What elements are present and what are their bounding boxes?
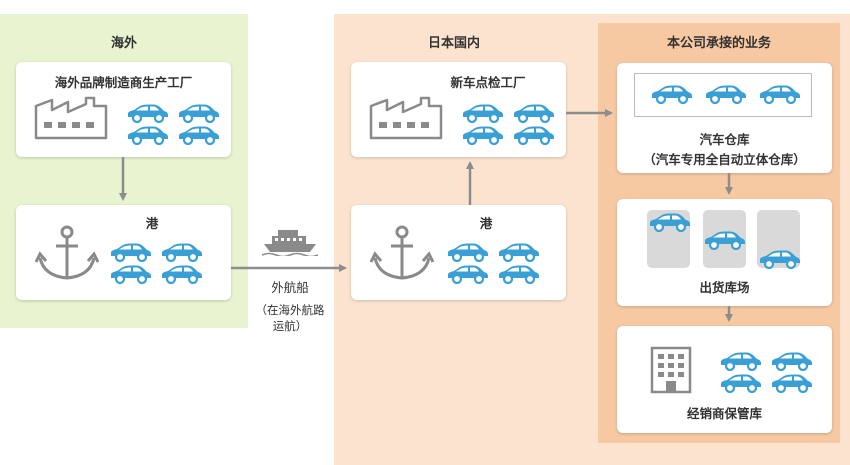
car-icon (499, 265, 539, 284)
car-icon (463, 104, 503, 123)
car-icon (514, 126, 554, 145)
car-warehouse-subtitle: （汽车专用全自动立体仓库） (643, 152, 806, 167)
ship-label: 外航船 (271, 280, 309, 295)
ship-note-line2: 运航） (272, 319, 308, 333)
ship-note-line1: （在海外航路 (255, 303, 325, 317)
car-icon (162, 265, 202, 284)
building-icon (650, 346, 692, 394)
car-warehouse-title: 汽车仓库 (699, 132, 750, 147)
car-icon (652, 85, 692, 104)
car-icon (499, 243, 539, 262)
car-icon (128, 104, 168, 123)
car-icon (448, 243, 488, 262)
car-icon (463, 126, 503, 145)
anchor-icon (369, 225, 435, 280)
anchor-icon (34, 225, 100, 280)
car-icon (162, 243, 202, 262)
car-icon (721, 374, 761, 393)
dealer-storage-title: 经销商保管库 (686, 406, 762, 421)
overseas-port-title: 港 (145, 216, 159, 231)
car-icon (760, 85, 800, 104)
our-business-title: 本公司承接的业务 (666, 36, 771, 51)
japan-title: 日本国内 (427, 36, 480, 51)
factory-icon (369, 96, 443, 140)
ship-icon (262, 230, 318, 256)
car-icon (721, 352, 761, 371)
overseas-title: 海外 (110, 36, 137, 51)
car-icon (706, 85, 746, 104)
car-icon (772, 374, 812, 393)
car-icon (705, 231, 745, 250)
shipping-yard-title: 出货库场 (699, 280, 750, 295)
overseas-factory-title: 海外品牌制造商生产工厂 (54, 75, 193, 90)
car-icon (514, 104, 554, 123)
car-icon (111, 265, 151, 284)
car-icon (760, 250, 800, 269)
factory-icon (34, 96, 108, 140)
domestic-port-title: 港 (479, 216, 493, 231)
car-icon (650, 213, 690, 232)
inspection-factory-title: 新车点检工厂 (450, 75, 526, 90)
car-icon (179, 104, 219, 123)
car-icon (448, 265, 488, 284)
car-icon (772, 352, 812, 371)
car-icon (111, 243, 151, 262)
car-icon (179, 126, 219, 145)
car-icon (128, 126, 168, 145)
